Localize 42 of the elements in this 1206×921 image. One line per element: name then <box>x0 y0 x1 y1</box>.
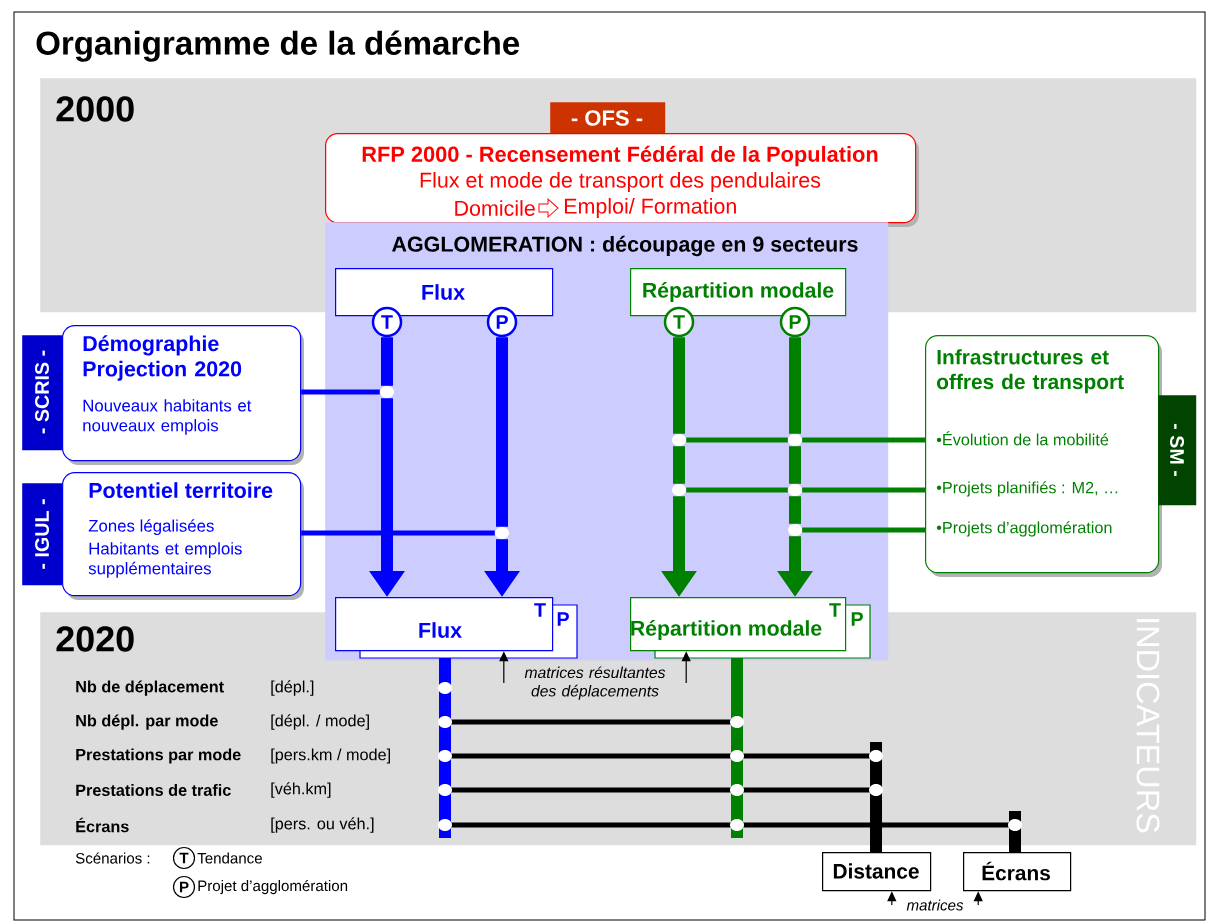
indicator-name: Nb de déplacement <box>76 680 224 696</box>
connector-line <box>301 530 495 536</box>
connector-line <box>673 446 685 484</box>
result-box: Distance <box>822 852 932 892</box>
connector-line <box>686 437 788 443</box>
unit-label: [dépl.] <box>271 680 314 696</box>
connector-line <box>686 487 788 493</box>
matrix-note: matrices résultantes des déplacements <box>524 666 666 700</box>
indicator-name: Écrans <box>76 817 129 833</box>
source-tab: - SCRIS - <box>22 335 63 451</box>
connector-line <box>381 337 393 386</box>
result-box: Écrans <box>963 852 1072 892</box>
rounded-box: Démographie Projection 2020 Nouveaux habitants et nouveaux emplois <box>62 325 304 465</box>
scenario-text: Tendance <box>197 852 262 864</box>
source-tab: - SM - <box>1158 395 1197 506</box>
unit-label: [pers.km / mode] <box>271 748 390 764</box>
unit-label: [dépl. / mode] <box>271 714 369 730</box>
source-tab: - OFS - <box>550 102 666 134</box>
rounded-box: Potentiel territoire Zones légalisées Habitants et emplois supplémentaires <box>62 472 304 600</box>
connector-line <box>301 389 380 395</box>
connector-line <box>496 337 508 527</box>
unit-label: [véh.km] <box>271 782 331 798</box>
matrix-note: matrices <box>906 899 964 911</box>
rounded-box: RFP 2000 - Recensement Fédéral de la Population Flux et mode de transport des pendulaires Domicile Emploi/ Formation <box>325 133 919 227</box>
indicator-name: Nb dépl. par mode <box>76 714 218 730</box>
connector-line <box>802 527 925 533</box>
stacked-box: Flux T P <box>335 597 578 659</box>
title: Organigramme de la démarche <box>36 30 520 62</box>
indicator-name: Prestations par mode <box>76 748 241 764</box>
source-tab: - IGUL - <box>22 483 63 586</box>
stacked-box: Répartition modale T P <box>630 597 871 659</box>
indicator-name: Prestations de trafic <box>76 784 231 796</box>
connector-line <box>789 496 801 524</box>
scenario-text: Projet d’agglomération <box>198 879 348 895</box>
connector-line <box>789 446 801 484</box>
unit-label: [pers. ou véh.] <box>271 817 374 833</box>
rounded-box: Infrastructures et offres de transport •Évolution de la mobilité •Projets planifiés : M2, … •Projets d’agglomération <box>925 335 1162 577</box>
connector-line <box>802 437 925 443</box>
connector-line <box>802 487 925 493</box>
connector-line <box>789 337 801 434</box>
scenario-text: Scénarios : <box>75 852 150 864</box>
connector-line <box>673 337 685 434</box>
